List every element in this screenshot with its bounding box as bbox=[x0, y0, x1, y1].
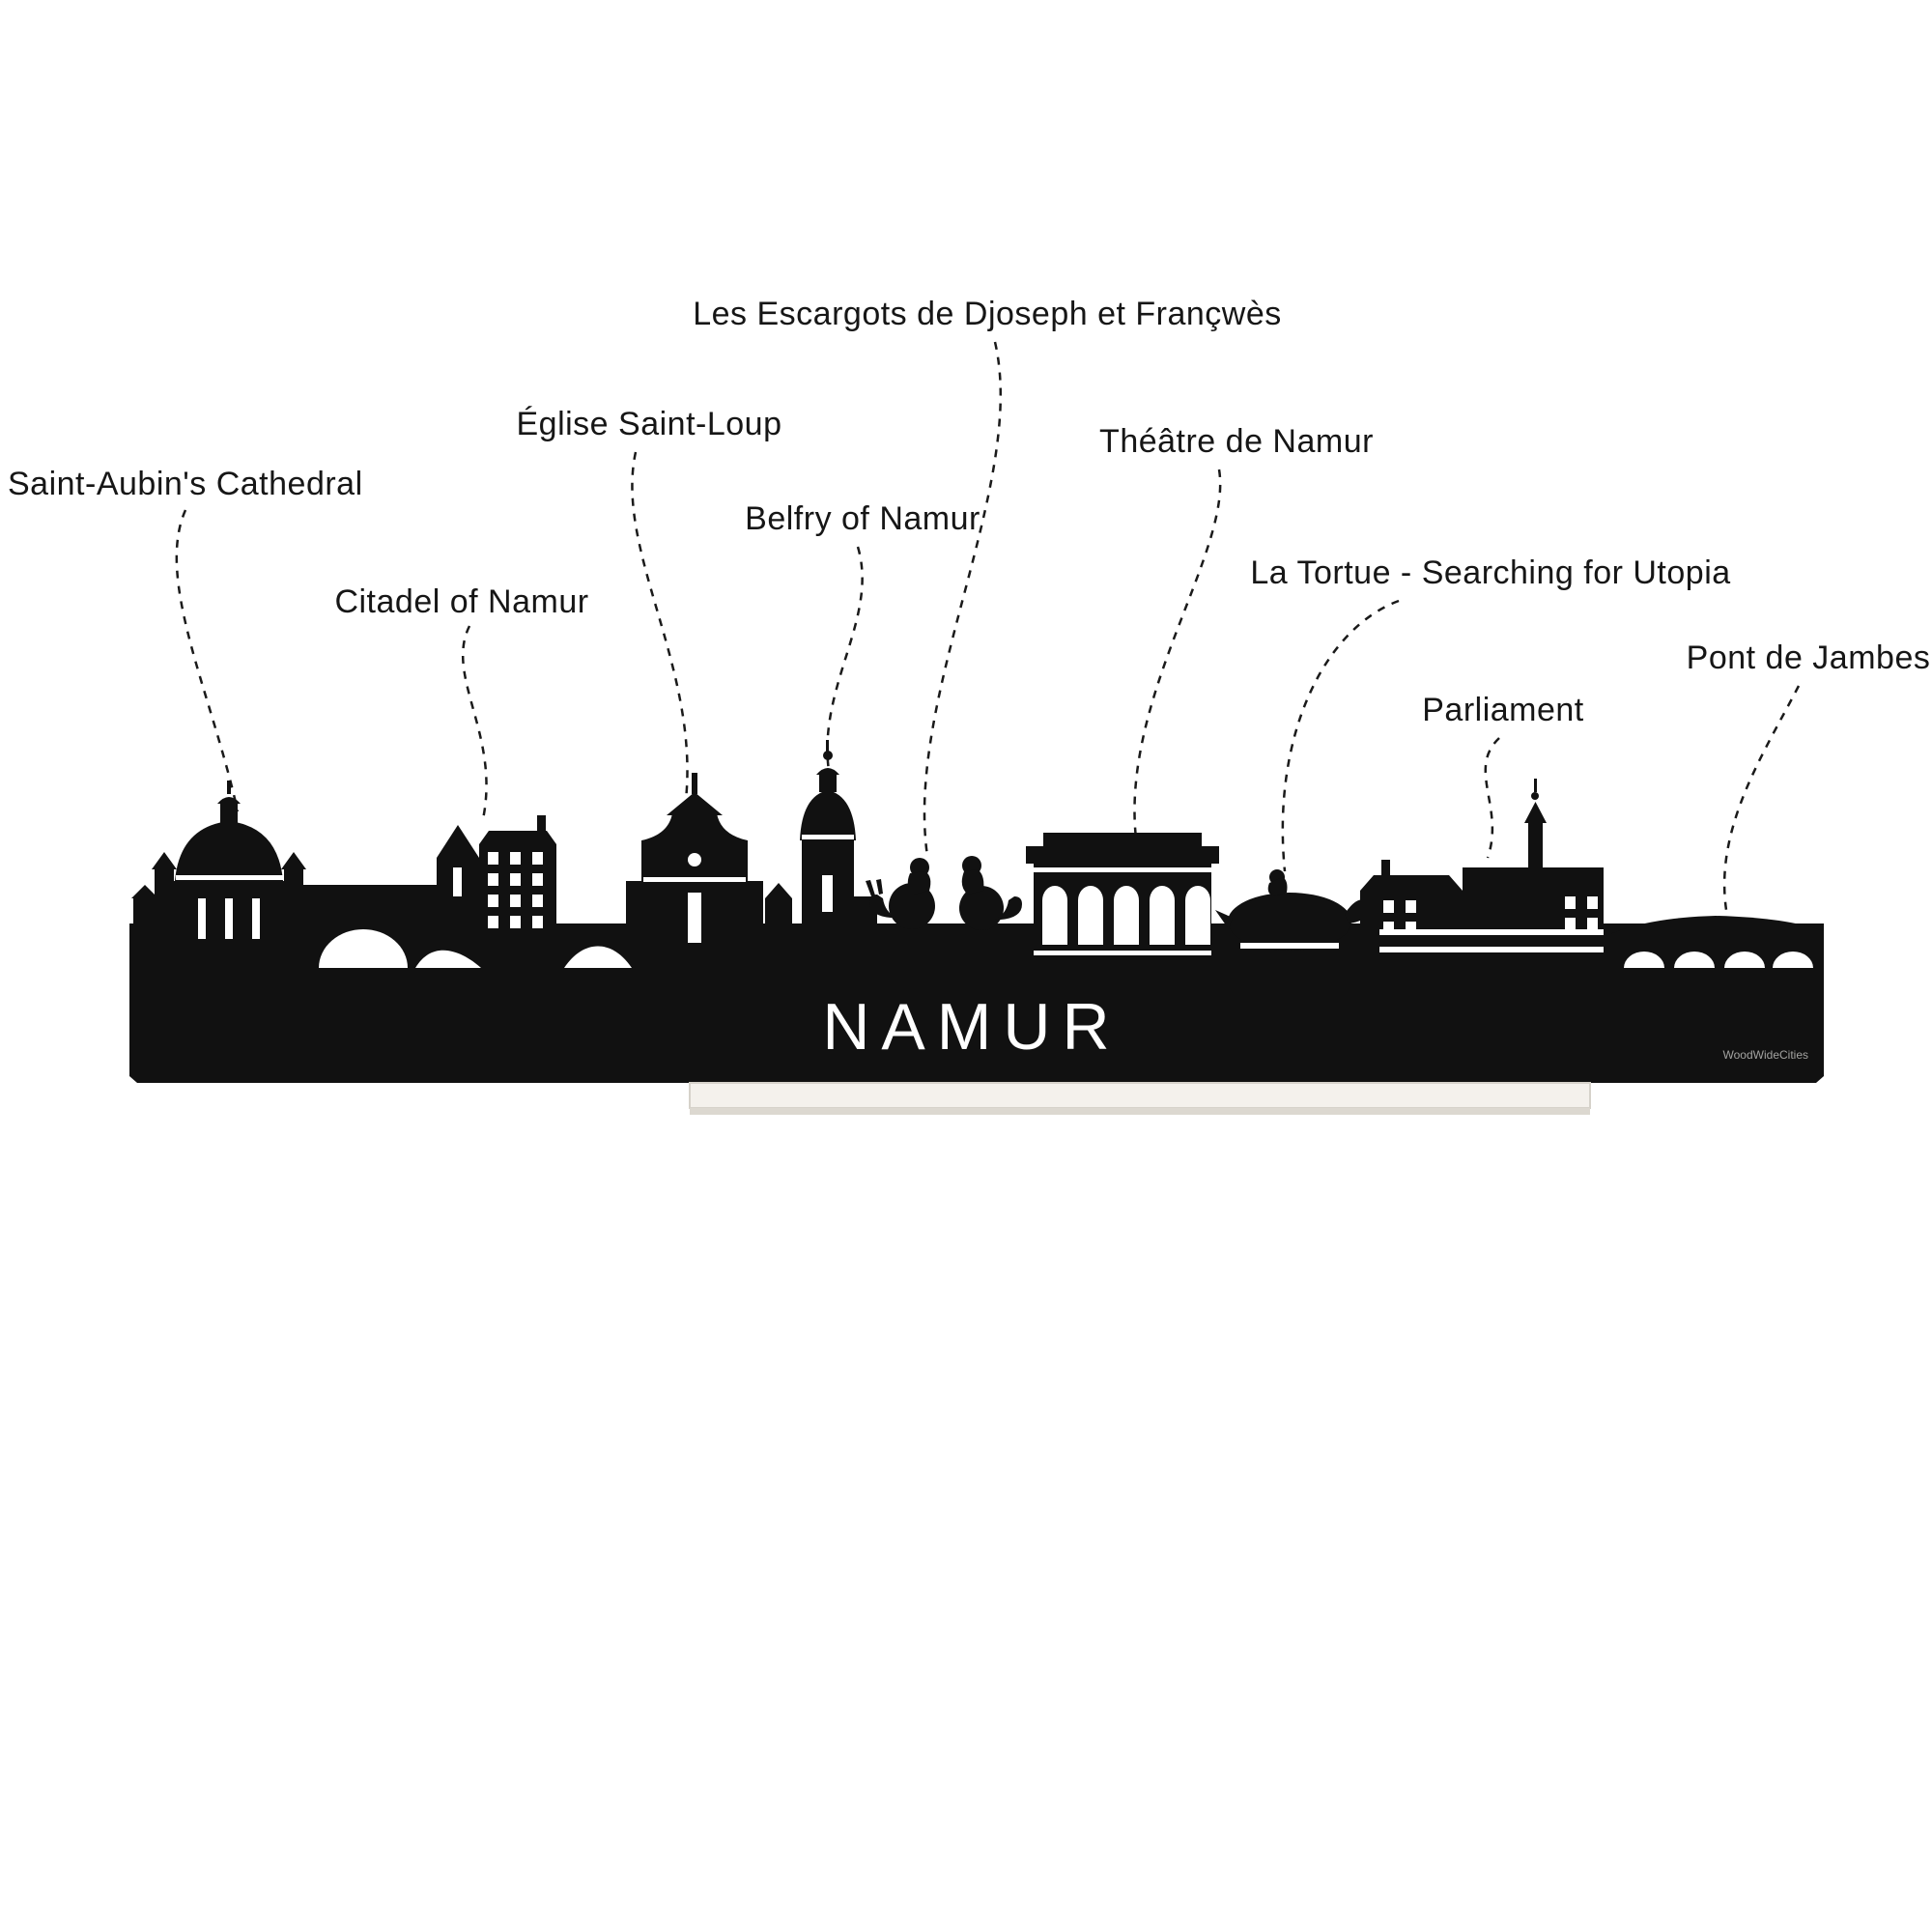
watermark-text: WoodWideCities bbox=[1723, 1048, 1808, 1062]
stand-top bbox=[689, 1082, 1591, 1109]
leader-pont-de-jambes bbox=[1722, 685, 1801, 917]
label-citadel-of-namur: Citadel of Namur bbox=[334, 583, 589, 620]
skyline-base bbox=[129, 966, 1824, 1083]
city-wall-tower-silhouette bbox=[131, 885, 158, 968]
silhouette-cutout-details bbox=[176, 835, 1813, 968]
label-parliament: Parliament bbox=[1422, 692, 1584, 728]
display-stand bbox=[689, 1082, 1591, 1115]
escargots-sculpture-silhouette bbox=[866, 856, 1031, 968]
cathedral-silhouette bbox=[152, 781, 306, 968]
label-saint-aubins-cathedral: Saint-Aubin's Cathedral bbox=[8, 466, 363, 502]
leader-eglise-saint-loup bbox=[631, 451, 689, 801]
parliament-silhouette bbox=[1360, 779, 1604, 968]
stand-shadow bbox=[690, 1108, 1590, 1115]
label-pont-de-jambes: Pont de Jambes bbox=[1686, 639, 1931, 676]
leader-citadel-of-namur bbox=[461, 625, 488, 820]
leader-la-tortue bbox=[1281, 599, 1400, 872]
label-les-escargots: Les Escargots de Djoseph et Françwès bbox=[693, 296, 1282, 332]
leader-theatre-de-namur bbox=[1133, 469, 1222, 839]
city-name-cutout: NAMUR bbox=[822, 990, 1121, 1064]
leader-parliament bbox=[1484, 737, 1500, 859]
belfry-silhouette bbox=[800, 740, 877, 968]
pont-de-jambes-silhouette bbox=[1604, 916, 1824, 968]
leader-les-escargots bbox=[923, 341, 1003, 857]
leader-saint-aubins-cathedral bbox=[175, 509, 240, 812]
leader-lines bbox=[175, 341, 1801, 917]
label-la-tortue: La Tortue - Searching for Utopia bbox=[1250, 554, 1731, 591]
label-theatre-de-namur: Théâtre de Namur bbox=[1099, 423, 1374, 460]
leader-belfry-of-namur bbox=[826, 546, 864, 772]
label-eglise-saint-loup: Église Saint-Loup bbox=[516, 406, 782, 442]
label-belfry-of-namur: Belfry of Namur bbox=[745, 500, 980, 537]
house-silhouette bbox=[765, 883, 792, 968]
